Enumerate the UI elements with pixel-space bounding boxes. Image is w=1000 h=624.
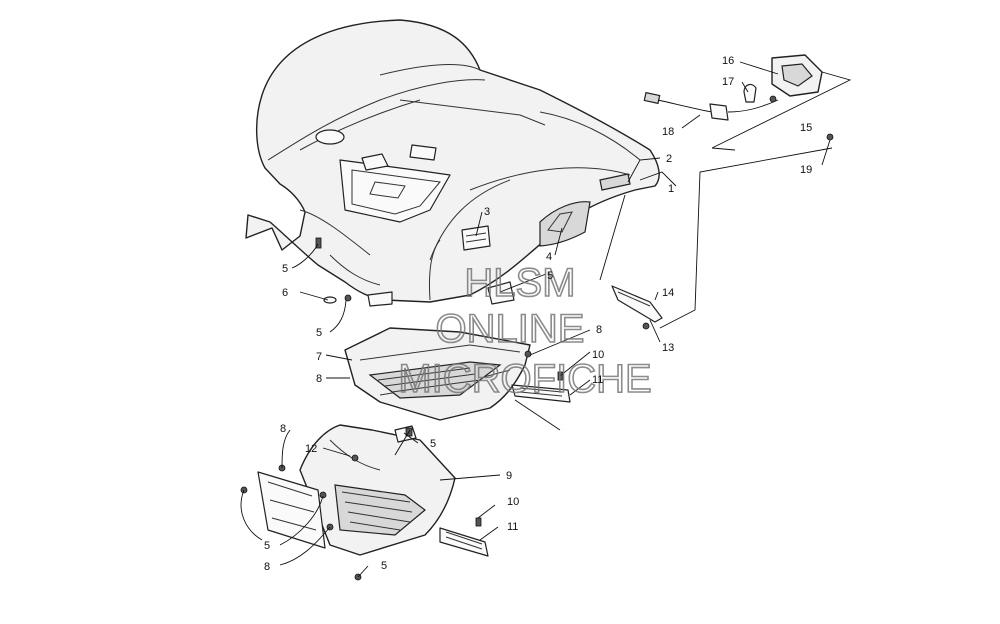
callout-3: 3 xyxy=(484,206,490,218)
callout-8-upper-right: 8 xyxy=(596,324,602,336)
callout-12: 12 xyxy=(305,443,317,455)
watermark-line-2: ONLINE xyxy=(436,307,585,351)
step-pad-lower xyxy=(439,527,489,557)
callout-5-left-top: 5 xyxy=(282,263,288,275)
callout-7: 7 xyxy=(316,351,322,363)
callout-13: 13 xyxy=(662,342,674,354)
callout-5-footwell-bottom: 5 xyxy=(381,560,387,572)
callout-18: 18 xyxy=(662,126,674,138)
left-footwell xyxy=(344,327,531,421)
callout-10-lower: 10 xyxy=(507,496,519,508)
callout-4: 4 xyxy=(546,251,552,263)
callout-labels: 1 2 3 4 5 5 5 5 5 5 6 7 8 8 8 8 9 10 10 … xyxy=(264,55,812,573)
callout-19: 19 xyxy=(800,164,812,176)
bulb xyxy=(743,83,757,103)
callout-9: 9 xyxy=(506,470,512,482)
fasteners xyxy=(240,95,834,581)
step-pad-upper xyxy=(511,384,571,403)
callout-10-upper: 10 xyxy=(592,349,604,361)
watermark-line-1: HLSM xyxy=(464,261,575,305)
callout-17: 17 xyxy=(722,76,734,88)
callout-8-left-footwell: 8 xyxy=(316,373,322,385)
watermark-line-3: MICROFICHE xyxy=(398,357,651,401)
callout-6: 6 xyxy=(282,287,288,299)
callout-5-footwell-left: 5 xyxy=(264,540,270,552)
rear-fender xyxy=(245,19,660,307)
callout-11-upper: 11 xyxy=(592,374,603,386)
callout-1: 1 xyxy=(668,183,674,195)
right-footwell xyxy=(257,424,456,556)
callout-2: 2 xyxy=(666,153,672,165)
callout-8-footwell-top: 8 xyxy=(280,423,286,435)
callout-5-fender-tab: 5 xyxy=(547,270,553,282)
reflector-bracket xyxy=(611,285,663,323)
callout-8-footwell-bottom: 8 xyxy=(264,561,270,573)
callout-14: 14 xyxy=(662,287,674,299)
tail-light-housing xyxy=(771,54,823,97)
callout-11-lower: 11 xyxy=(507,521,518,533)
callout-15: 15 xyxy=(800,122,812,134)
wire-harness xyxy=(643,91,779,121)
watermark: HLSM ONLINE MICROFICHE xyxy=(398,260,653,402)
callout-16: 16 xyxy=(722,55,734,67)
callout-5-left-mid: 5 xyxy=(316,327,322,339)
leader-lines xyxy=(240,61,852,578)
callout-5-footwell-top: 5 xyxy=(430,438,436,450)
